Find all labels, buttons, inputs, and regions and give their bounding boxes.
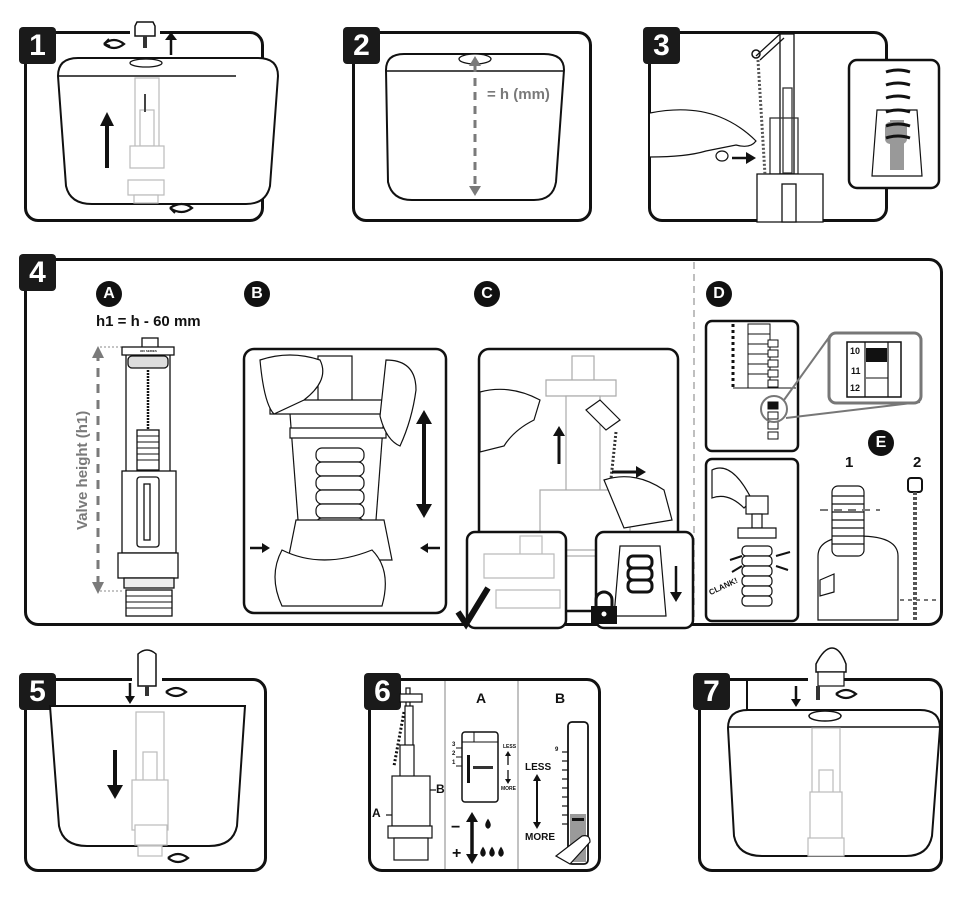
flush-button-icon xyxy=(134,21,156,37)
hand-icon xyxy=(711,467,753,509)
height-label: = h (mm) xyxy=(487,86,550,103)
chain-option-2-icon xyxy=(907,477,923,620)
panel-a-more: MORE xyxy=(501,786,516,792)
step-2-illustration xyxy=(384,53,566,201)
hand-icon xyxy=(649,109,757,158)
scale-value-11: 11 xyxy=(851,366,861,376)
check-icon xyxy=(455,586,491,630)
callout-b-label: B xyxy=(436,782,445,796)
step-6-badge: 6 xyxy=(364,673,401,710)
panel-a-less: LESS xyxy=(503,744,517,750)
panel-b-more: MORE xyxy=(525,832,555,843)
panel-b-less: LESS xyxy=(525,762,552,773)
fill-valve-icon xyxy=(387,687,433,861)
chain-icon xyxy=(751,49,767,176)
substep-d-marker: D xyxy=(706,281,732,307)
flush-valve-icon xyxy=(117,337,179,617)
substep-c-marker: C xyxy=(474,281,500,307)
cistern-icon xyxy=(56,57,280,205)
substep-b-marker: B xyxy=(244,281,270,307)
scale-value-10: 10 xyxy=(850,346,861,356)
panel-a-title: A xyxy=(476,690,487,706)
flush-valve-icon xyxy=(755,33,824,223)
scale-value-12: 12 xyxy=(850,383,861,393)
step-1-badge: 1 xyxy=(19,27,56,64)
finger-icon xyxy=(554,835,591,865)
flush-button-icon xyxy=(815,647,847,673)
rotate-arrow-icon xyxy=(167,852,190,864)
step-7-badge: 7 xyxy=(693,673,730,710)
chain-icon xyxy=(608,431,618,489)
option-1-label: 1 xyxy=(845,454,854,471)
rotate-arrow-icon xyxy=(169,202,194,214)
scale-a-2: 2 xyxy=(452,751,456,757)
water-drops-icon xyxy=(480,846,504,857)
step-2-badge: 2 xyxy=(343,27,380,64)
panel-a-plus: + xyxy=(452,845,462,862)
scale-a-1: 1 xyxy=(452,760,456,766)
option-2-label: 2 xyxy=(913,454,922,471)
water-drop-icon xyxy=(485,818,491,829)
impact-lines-icon xyxy=(729,551,791,573)
flush-valve-icon xyxy=(131,711,169,857)
hand-icon xyxy=(479,388,541,453)
scale-b-9: 9 xyxy=(555,747,559,753)
valve-height-formula: h1 = h - 60 mm xyxy=(96,313,201,330)
rotate-arrow-icon xyxy=(165,686,188,698)
step-3-illustration xyxy=(649,33,941,223)
substep-e-marker: E xyxy=(868,430,894,456)
lock-icon xyxy=(591,590,617,624)
bellows-icon xyxy=(315,447,365,533)
rotate-arrow-icon xyxy=(835,688,858,700)
hand-icon xyxy=(274,549,386,607)
step-5-badge: 5 xyxy=(19,673,56,710)
flush-button-icon xyxy=(137,649,157,687)
step-4-badge: 4 xyxy=(19,254,56,291)
hand-icon xyxy=(259,354,324,415)
hand-icon xyxy=(603,476,673,529)
scale-a-3: 3 xyxy=(452,742,456,748)
substep-a-marker: A xyxy=(96,281,122,307)
flush-valve-icon xyxy=(127,77,165,204)
selected-level-marker xyxy=(866,348,887,362)
rotate-arrow-icon xyxy=(103,38,126,50)
step-1-illustration xyxy=(56,21,280,214)
hand-icon xyxy=(379,359,417,447)
panel-a-minus: − xyxy=(451,819,461,836)
step-3-badge: 3 xyxy=(643,27,680,64)
panel-b-title: B xyxy=(555,690,566,706)
float-option-1-icon xyxy=(817,485,899,621)
callout-a-label: A xyxy=(372,806,381,820)
brand-tag: 900 SERIES xyxy=(140,349,157,353)
flush-valve-icon xyxy=(807,727,845,857)
